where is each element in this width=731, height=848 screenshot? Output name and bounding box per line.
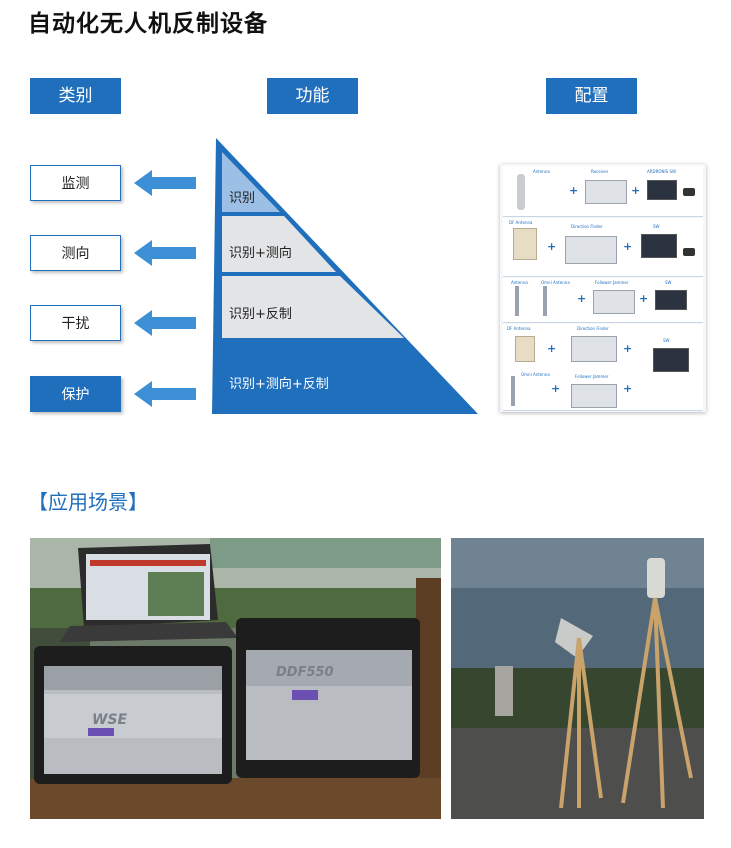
config-label: Receiver: [591, 169, 609, 174]
laptop-icon: [655, 290, 687, 310]
antenna-icon: [543, 286, 547, 316]
config-label: Antenna: [533, 169, 550, 174]
config-label: Follower Jammer: [575, 374, 609, 379]
device-label: WSE: [92, 712, 128, 728]
function-pyramid: [212, 138, 478, 414]
config-label: Direction Finder: [571, 224, 603, 229]
config-row: Antenna + Receiver + ARDRONIS SW: [503, 166, 703, 217]
tier-identify: 识别: [229, 191, 256, 206]
config-row: Antenna Omni Antenna + Follower Jammer +…: [503, 278, 703, 323]
config-label: DF Antenna: [509, 220, 533, 225]
controller-icon: [683, 248, 695, 256]
config-label: Follower Jammer: [595, 280, 629, 285]
category-direction-finding: 测向: [30, 235, 121, 271]
df-antenna-icon: [513, 228, 537, 260]
device-label: DDF550: [276, 665, 334, 680]
config-label: Omni Antenna: [541, 280, 570, 285]
antenna-icon: [517, 174, 525, 210]
category-monitor: 监测: [30, 165, 121, 201]
scenes-heading: 【应用场景】: [28, 490, 148, 514]
arrow-left-icon: [134, 240, 196, 266]
arrow-left-icon: [134, 310, 196, 336]
config-label: Direction Finder: [577, 326, 609, 331]
direction-finder-icon: [571, 336, 617, 362]
config-label: Antenna: [511, 280, 528, 285]
arrow-left-icon: [134, 170, 196, 196]
header-category: 类别: [30, 78, 121, 114]
jammer-icon: [593, 290, 635, 314]
config-row: DF Antenna + Direction Finder + SW Omni …: [503, 324, 703, 411]
header-function: 功能: [267, 78, 358, 114]
tier-identify-df-counter: 识别+测向+反制: [229, 377, 329, 392]
antenna-icon: [515, 286, 519, 316]
controller-icon: [683, 188, 695, 196]
config-label: Omni Antenna: [521, 372, 550, 377]
tier-identify-counter: 识别+反制: [229, 307, 292, 322]
category-jamming: 干扰: [30, 305, 121, 341]
scene-photo-equipment: WSE DDF550: [30, 538, 441, 819]
category-protection: 保护: [30, 376, 121, 412]
jammer-icon: [571, 384, 617, 408]
laptop-icon: [647, 180, 677, 200]
config-label: SW: [663, 338, 670, 343]
header-config: 配置: [546, 78, 637, 114]
tier-identify-df: 识别+测向: [229, 246, 292, 261]
direction-finder-icon: [565, 236, 617, 264]
laptop-icon: [641, 234, 677, 258]
laptop-icon: [653, 348, 689, 372]
scene-photo-antennas: [451, 538, 704, 819]
receiver-icon: [585, 180, 627, 204]
antenna-icon: [511, 376, 515, 406]
config-label: DF Antenna: [507, 326, 531, 331]
config-label: SW: [653, 224, 660, 229]
config-row: DF Antenna + Direction Finder + SW: [503, 218, 703, 277]
configuration-diagram: Antenna + Receiver + ARDRONIS SW DF Ante…: [500, 164, 706, 412]
df-antenna-icon: [515, 336, 535, 362]
config-label: SW: [665, 280, 672, 285]
config-label: ARDRONIS SW: [647, 169, 676, 174]
arrow-left-icon: [134, 381, 196, 407]
page-title: 自动化无人机反制设备: [28, 11, 268, 37]
